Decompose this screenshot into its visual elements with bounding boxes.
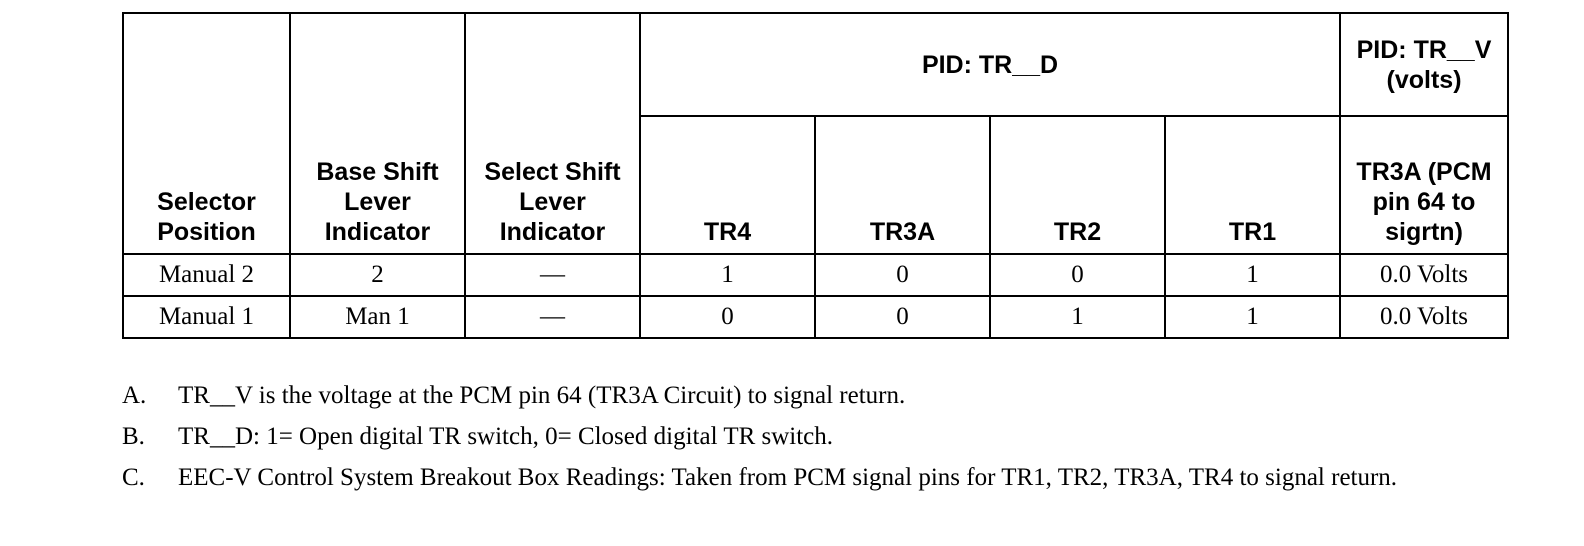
table-row: Manual 1 Man 1 — 0 0 1 1 0.0 Volts [122, 295, 1510, 339]
table-cell: — [464, 295, 641, 339]
table-cell: 0.0 Volts [1339, 295, 1510, 339]
note-item: B. TR__D: 1= Open digital TR switch, 0= … [122, 422, 1492, 452]
header-selector-position: Selector Position [122, 12, 291, 255]
table-cell: Manual 2 [122, 253, 291, 297]
header-row-bottom: TR4 TR3A TR2 TR1 TR3A (PCM pin 64 to sig… [123, 115, 1510, 255]
note-item: C. EEC-V Control System Breakout Box Rea… [122, 463, 1492, 493]
table-cell: 0 [814, 253, 991, 297]
header-base-shift-lever: Base Shift Lever Indicator [289, 12, 466, 255]
notes-list: A. TR__V is the voltage at the PCM pin 6… [122, 381, 1492, 504]
note-letter: A. [122, 382, 147, 409]
note-text: EEC-V Control System Breakout Box Readin… [178, 464, 1398, 491]
note-letter: B. [122, 423, 145, 450]
note-letter: C. [122, 464, 145, 491]
table-cell: 2 [289, 253, 466, 297]
header-tr2: TR2 [989, 115, 1166, 255]
header-row-top: Selector Position Base Shift Lever Indic… [122, 12, 1510, 255]
table-cell: 1 [1163, 295, 1342, 339]
header-select-shift-lever: Select Shift Lever Indicator [464, 12, 641, 255]
table-cell: 1 [639, 253, 816, 297]
header-tr1: TR1 [1163, 115, 1342, 255]
table-row: Manual 2 2 — 1 0 0 1 0.0 Volts [122, 253, 1510, 297]
table-cell: 0.0 Volts [1339, 253, 1510, 297]
table-cell: 0 [989, 253, 1166, 297]
table-cell: — [464, 253, 641, 297]
note-text: TR__V is the voltage at the PCM pin 64 (… [178, 382, 906, 409]
header-pid-trv: PID: TR__V (volts) [1339, 12, 1510, 117]
table-cell: Manual 1 [122, 295, 291, 339]
table-cell: Man 1 [289, 295, 466, 339]
table-cell: 0 [639, 295, 816, 339]
table-cell: 0 [814, 295, 991, 339]
header-pid-trd: PID: TR__D [638, 12, 1342, 117]
header-tr3a: TR3A [814, 115, 991, 255]
header-tr4: TR4 [639, 115, 816, 255]
note-text: TR__D: 1= Open digital TR switch, 0= Clo… [178, 423, 834, 450]
table-cell: 1 [1163, 253, 1342, 297]
table-cell: 1 [989, 295, 1166, 339]
header-tr3a-pcm: TR3A (PCM pin 64 to sigrtn) [1339, 115, 1510, 255]
note-item: A. TR__V is the voltage at the PCM pin 6… [122, 381, 1492, 411]
tr-sensor-table: Selector Position Base Shift Lever Indic… [122, 12, 1510, 339]
